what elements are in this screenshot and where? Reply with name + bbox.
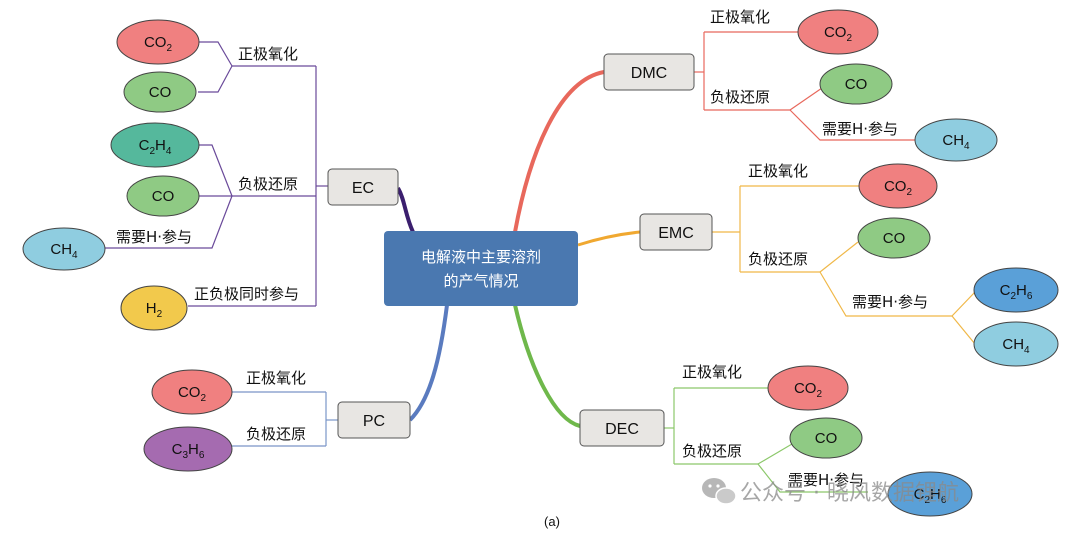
gas-bubble	[143, 426, 233, 472]
dec-label-reduction: 负极还原	[682, 442, 742, 460]
solvent-label: DEC	[605, 421, 639, 438]
solvent-node-dmc[interactable]: DMC	[603, 53, 695, 91]
gas-formula: CO	[152, 188, 175, 205]
center-title-line1: 电解液中主要溶剂	[421, 248, 541, 266]
gas-formula: CO2	[824, 24, 853, 44]
solvent-label: EC	[352, 180, 374, 197]
gas-bubble	[120, 285, 188, 331]
gas-bubble	[123, 71, 197, 113]
gas-formula: CO2	[144, 34, 173, 54]
gas-formula: H2	[146, 300, 163, 320]
dmc-label-oxidation: 正极氧化	[710, 8, 770, 26]
gas-formula: C2H4	[139, 137, 172, 157]
dmc-label-reduction: 负极还原	[710, 88, 770, 106]
gas-bubble	[973, 321, 1059, 367]
gas-formula: C3H6	[172, 441, 205, 461]
gas-formula: CO2	[884, 178, 913, 198]
gas-bubble	[914, 118, 998, 162]
solvent-label: PC	[363, 413, 385, 430]
gas-formula: CO	[149, 84, 172, 101]
pc-label-reduction: 负极还原	[246, 425, 306, 443]
branch-pc	[408, 304, 449, 422]
gas-formula: CH4	[50, 241, 78, 261]
branch-dmc	[513, 70, 605, 233]
emc-label-oxidation: 正极氧化	[748, 162, 808, 180]
gas-bubble	[797, 9, 879, 55]
watermark: 公众号 · 晓风数据锂航	[702, 478, 959, 506]
ec-label-h-radical: 需要H·参与	[116, 228, 192, 246]
gas-bubble	[110, 122, 200, 168]
ec-label-both: 正负极同时参与	[194, 285, 299, 303]
gas-formula: C2H6	[914, 486, 947, 506]
watermark-text: 公众号 · 晓风数据锂航	[740, 481, 959, 506]
branch-ec	[396, 186, 415, 233]
gas-formula: CO2	[178, 384, 207, 404]
gas-bubble	[151, 369, 233, 415]
dmc-label-h-radical: 需要H·参与	[822, 120, 898, 138]
emc-connectors	[712, 185, 976, 345]
emc-label-reduction: 负极还原	[748, 250, 808, 268]
gas-formula: CH4	[1002, 336, 1030, 356]
branch-dec	[513, 304, 581, 428]
gas-bubble	[973, 267, 1059, 313]
solvent-node-ec[interactable]: EC	[327, 168, 399, 206]
dec-label-h-radical: 需要H·参与	[788, 471, 864, 489]
gas-bubble	[767, 365, 849, 411]
gas-bubble	[116, 19, 200, 65]
emc-label-h-radical: 需要H·参与	[852, 293, 928, 311]
gas-bubble	[126, 175, 200, 217]
center-title-line2: 的产气情况	[443, 272, 518, 290]
pc-label-oxidation: 正极氧化	[246, 369, 306, 387]
dmc-connectors	[694, 31, 916, 141]
gas-bubble	[858, 163, 938, 209]
gas-formula: C2H6	[1000, 282, 1033, 302]
dec-connectors	[664, 387, 868, 493]
solvent-node-dec[interactable]: DEC	[579, 409, 665, 447]
figure-caption: (a)	[544, 514, 560, 529]
solvent-label: DMC	[631, 65, 667, 82]
solvent-node-emc[interactable]: EMC	[639, 213, 713, 251]
gas-bubble	[887, 471, 973, 517]
wechat-icon	[702, 478, 737, 505]
dec-label-oxidation: 正极氧化	[682, 363, 742, 381]
solvent-node-pc[interactable]: PC	[337, 401, 411, 439]
gas-formula: CO2	[794, 380, 823, 400]
gas-formula: CH4	[942, 132, 970, 152]
branch-emc	[577, 230, 641, 247]
gas-bubble	[22, 227, 106, 271]
ec-connectors	[104, 41, 328, 307]
gas-bubble	[789, 417, 863, 459]
solvent-label: EMC	[658, 225, 694, 242]
gas-formula: CO	[883, 230, 906, 247]
gas-formula: CO	[815, 430, 838, 447]
ec-label-reduction: 负极还原	[238, 175, 298, 193]
gas-bubble	[819, 63, 893, 105]
gas-formula: CO	[845, 76, 868, 93]
pc-connectors	[232, 391, 338, 447]
center-node[interactable]: 电解液中主要溶剂 的产气情况	[384, 231, 578, 306]
gas-bubble	[857, 217, 931, 259]
ec-label-oxidation: 正极氧化	[238, 45, 298, 63]
